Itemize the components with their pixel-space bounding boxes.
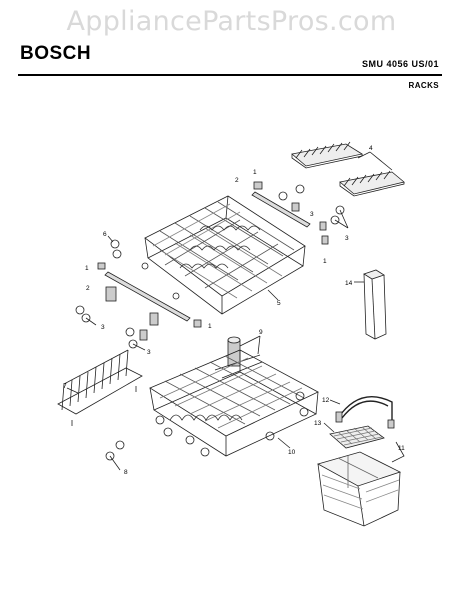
callout-4: 4 [369, 145, 373, 152]
clip-set-left-b [125, 312, 159, 349]
callout-5: 5 [277, 300, 281, 307]
cutlery-basket [316, 451, 402, 527]
folding-rack-insert [57, 349, 143, 426]
callout-3: 3 [101, 324, 105, 331]
callout-3: 3 [310, 211, 314, 218]
upper-rail-right [251, 191, 311, 228]
rail-end-cap-1 [253, 181, 263, 190]
callout-1: 1 [253, 169, 257, 176]
cup-shelf-upper [291, 141, 364, 169]
callout-3: 3 [147, 349, 151, 356]
basket-handle [335, 395, 395, 429]
lower-rack-wheels [155, 391, 309, 457]
center-rollers [141, 262, 180, 300]
clip-set-left-a [75, 286, 117, 323]
brand-logo: BOSCH [20, 43, 92, 64]
rail-end-cap-2 [97, 262, 106, 270]
callout-1: 1 [85, 265, 89, 272]
callout-1: 1 [323, 258, 327, 265]
callout-6: 6 [103, 231, 107, 238]
lower-rack [149, 349, 319, 457]
callout-12: 12 [322, 397, 330, 404]
callout-11: 11 [398, 445, 405, 452]
callout-2: 2 [86, 285, 90, 292]
callout-7: 7 [63, 383, 67, 390]
callout-2: 2 [235, 177, 239, 184]
header-rule [18, 74, 442, 76]
model-number: SMU 4056 US/01 [361, 59, 439, 69]
watermark: AppliancePartsPros.com [66, 6, 397, 37]
callout-13: 13 [314, 420, 322, 427]
section-title: RACKS [408, 81, 439, 90]
wheel-set-8 [105, 440, 125, 461]
roller-set-top [278, 184, 345, 245]
callout-1: 1 [208, 323, 212, 330]
rail-end-cap-3 [193, 319, 202, 328]
upper-rack [144, 195, 306, 315]
callout-9: 9 [259, 329, 263, 336]
callout-14: 14 [345, 280, 353, 287]
roller-6 [110, 239, 122, 259]
upper-rail-left [104, 271, 191, 322]
cup-shelf-lower [339, 170, 405, 197]
basket-lid [329, 425, 385, 449]
callout-8: 8 [124, 469, 128, 476]
callout-10: 10 [288, 449, 296, 456]
cutlery-tube [363, 269, 387, 340]
callout-3: 3 [345, 235, 349, 242]
